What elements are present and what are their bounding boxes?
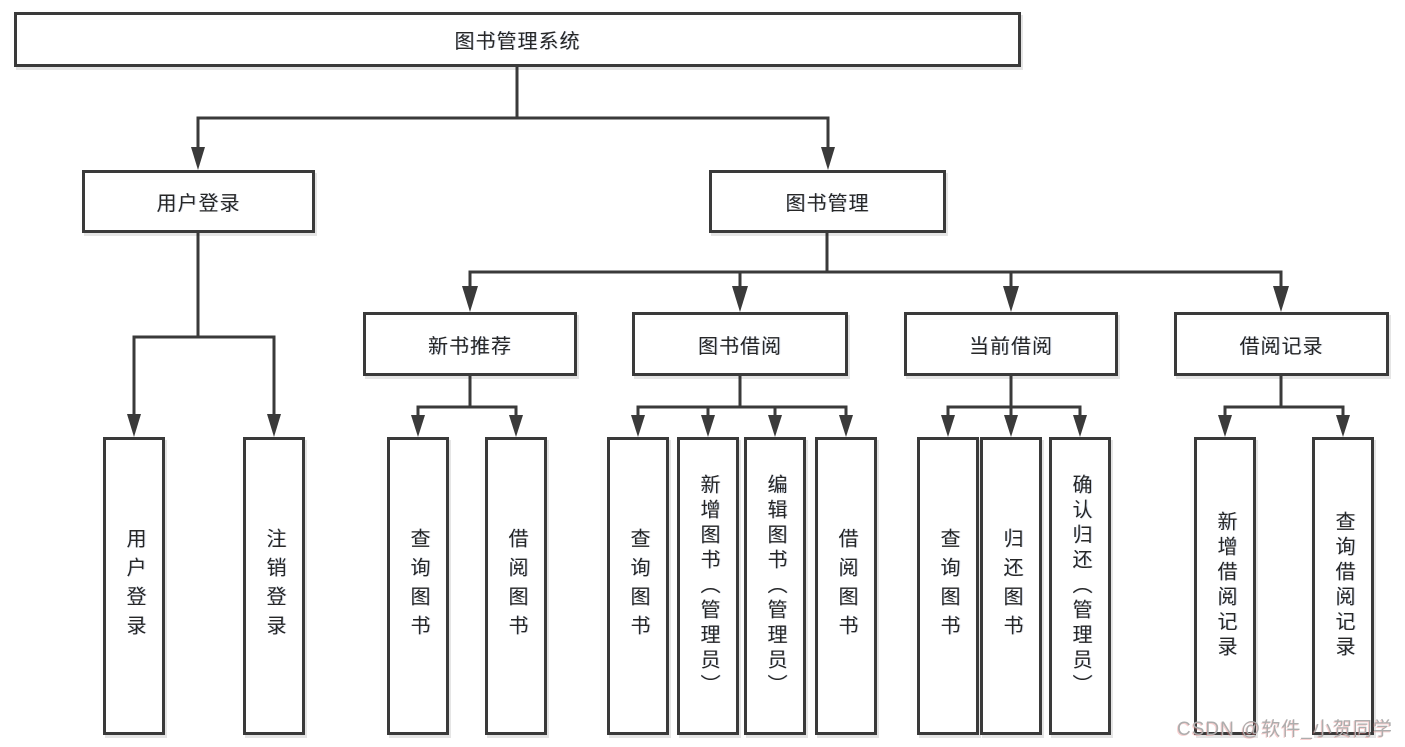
leaf-current-query-books-label: 查询图书 [937, 528, 959, 644]
leaf-borrow-borrow-books: 借阅图书 [815, 437, 877, 735]
leaf-newbook-borrow-books: 借阅图书 [485, 437, 547, 735]
leaf-records-query-record: 查询借阅记录 [1312, 437, 1374, 735]
leaf-logout-label: 注销登录 [263, 528, 285, 644]
leaf-newbook-query-books: 查询图书 [387, 437, 449, 735]
leaf-borrow-borrow-books-label: 借阅图书 [835, 528, 857, 644]
leaf-logout: 注销登录 [243, 437, 305, 735]
leaf-records-add-record: 新增借阅记录 [1194, 437, 1256, 735]
leaf-current-confirm-return-admin-label: 确认归还（管理员） [1069, 473, 1091, 699]
leaf-borrow-query-books: 查询图书 [607, 437, 669, 735]
leaf-borrow-query-books-label: 查询图书 [627, 528, 649, 644]
node-borrow-records: 借阅记录 [1174, 312, 1389, 376]
node-book-management: 图书管理 [709, 170, 946, 233]
leaf-current-confirm-return-admin: 确认归还（管理员） [1049, 437, 1111, 735]
node-library-system: 图书管理系统 [14, 12, 1021, 67]
leaf-borrow-edit-books-admin: 编辑图书（管理员） [744, 437, 806, 735]
leaf-records-add-record-label: 新增借阅记录 [1214, 511, 1236, 661]
node-current-borrow-label: 当前借阅 [969, 335, 1053, 358]
node-book-borrow-label: 图书借阅 [698, 335, 782, 358]
leaf-user-login: 用户登录 [103, 437, 165, 735]
leaf-user-login-label: 用户登录 [123, 528, 145, 644]
node-new-book-recommend: 新书推荐 [363, 312, 577, 376]
leaf-newbook-borrow-books-label: 借阅图书 [505, 528, 527, 644]
node-user-login: 用户登录 [82, 170, 315, 233]
leaf-newbook-query-books-label: 查询图书 [407, 528, 429, 644]
leaf-current-return-books-label: 归还图书 [1000, 528, 1022, 644]
node-library-system-label: 图书管理系统 [454, 31, 581, 53]
node-current-borrow: 当前借阅 [904, 312, 1118, 376]
node-new-book-recommend-label: 新书推荐 [428, 335, 512, 358]
leaf-borrow-edit-books-admin-label: 编辑图书（管理员） [764, 473, 786, 699]
node-book-management-label: 图书管理 [785, 193, 870, 215]
csdn-watermark: CSDN @软件_小贺同学 [1177, 719, 1393, 740]
leaf-borrow-add-books-admin-label: 新增图书（管理员） [697, 473, 719, 699]
leaf-current-return-books: 归还图书 [980, 437, 1042, 735]
leaf-current-query-books: 查询图书 [917, 437, 979, 735]
node-borrow-records-label: 借阅记录 [1239, 335, 1324, 358]
leaf-borrow-add-books-admin: 新增图书（管理员） [677, 437, 739, 735]
node-user-login-label: 用户登录 [156, 193, 241, 215]
node-book-borrow: 图书借阅 [632, 312, 848, 376]
leaf-records-query-record-label: 查询借阅记录 [1332, 511, 1354, 661]
